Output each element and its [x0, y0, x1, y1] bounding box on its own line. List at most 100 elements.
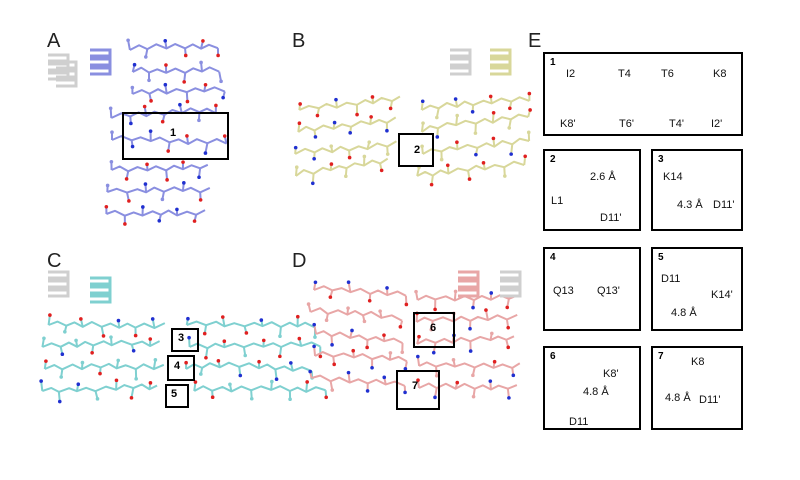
panel-d-strand-backbone: [311, 374, 406, 387]
panel-c-strand-atom: [199, 372, 203, 376]
panel-a-strand-atom: [222, 134, 227, 138]
panel-d-strand-atom: [414, 289, 418, 294]
panel-d-strand-atom: [346, 306, 350, 310]
panel-d-strand-atom: [468, 326, 472, 331]
topology-a-icon: [90, 48, 112, 58]
panel-label-e: E: [528, 30, 542, 52]
topology-d-icon: [458, 270, 480, 280]
panel-d-strand-atom: [507, 396, 511, 400]
panel-d-strand-atom: [313, 280, 318, 285]
panel-d-strand-atom: [382, 333, 386, 337]
panel-c-strand-atom: [90, 351, 94, 355]
panel-d-strand-atom: [403, 390, 407, 395]
panel-c-strand-atom: [259, 318, 264, 322]
panel-c-strand-atom: [76, 382, 81, 387]
panel-b-strand-atom: [421, 121, 425, 125]
panel-c-strand-atom: [59, 375, 64, 379]
panel-a-strand-atom: [164, 63, 168, 67]
panel-b-strand-atom: [329, 162, 334, 166]
panel-b-strand-atom: [362, 154, 367, 159]
panel-d-strand-atom: [328, 295, 333, 299]
panel-a-strand-atom: [105, 183, 110, 188]
panel-c-strand-atom: [148, 337, 153, 341]
panel-label-a: A: [47, 30, 61, 52]
panel-c-strand-atom: [204, 355, 208, 360]
label-T4: T4: [618, 68, 631, 80]
panel-d-strand-atom: [382, 375, 387, 380]
panel-a-strand-atom: [160, 197, 165, 202]
panel-b-strand-atom: [491, 136, 496, 141]
panel-a-strand-atom: [181, 160, 185, 164]
panel-c-strand-atom: [313, 335, 317, 339]
inset-3-res1: K14: [663, 171, 683, 183]
inset-6-number: 6: [550, 351, 556, 362]
panel-b-strand-atom: [435, 115, 439, 120]
panel-d-strand-atom: [488, 379, 493, 383]
panel-a-strand-atom: [165, 178, 169, 182]
panel-b-strand-atom: [310, 181, 315, 186]
panel-c-strand-atom: [193, 380, 198, 384]
panel-d-strand-atom: [330, 343, 334, 347]
panel-d-strand-atom: [398, 325, 403, 329]
panel-b-strand-atom: [370, 95, 375, 99]
panel-d-strand-atom: [506, 325, 510, 330]
zoom-box-5: [165, 384, 189, 408]
panel-d-strand-atom: [404, 302, 409, 307]
panel-d-strand-atom: [489, 291, 494, 295]
inset-6: 6 K8' 4.8 Å D11: [543, 346, 641, 430]
panel-c-strand-atom: [216, 359, 221, 363]
panel-c-strand-atom: [278, 354, 282, 359]
panel-a-strand-atom: [192, 219, 197, 223]
panel-b-strand-backbone: [421, 96, 530, 111]
panel-a-strand-atom: [127, 199, 131, 203]
panel-d-strand-atom: [490, 331, 494, 336]
inset-2-distance: 2.6 Å: [590, 171, 616, 183]
panel-c-strand-atom: [44, 359, 48, 363]
panel-a-strand-atom: [185, 99, 190, 104]
panel-b-strand-atom: [503, 174, 507, 178]
inset-2-number: 2: [550, 154, 556, 165]
panel-c-strand-backbone: [41, 383, 158, 393]
panel-c-strand-atom: [187, 335, 191, 340]
panel-a-strand-atom: [216, 53, 220, 58]
panel-a-strand-atom: [183, 53, 188, 58]
inset-4-res2: Q13': [597, 285, 620, 297]
panel-d-strand-atom: [351, 348, 356, 353]
panel-a-strand-atom: [126, 38, 130, 43]
panel-a-strand-backbone: [106, 209, 206, 217]
panel-b-strand-backbone: [294, 140, 397, 155]
panel-c-strand-atom: [116, 358, 121, 363]
zoom-box-1: [122, 112, 229, 160]
panel-label-b: B: [292, 30, 306, 52]
inset-7: 7 K8 4.8 Å D11': [651, 346, 743, 430]
panel-c-strand-atom: [57, 399, 62, 404]
topology-gray-icon: [500, 279, 522, 289]
panel-c-strand-atom: [288, 397, 292, 402]
panel-c-strand-atom: [129, 396, 134, 400]
zoom-box-6: [413, 312, 455, 348]
panel-c-strand-atom: [289, 361, 293, 365]
panel-a-strand-atom: [130, 85, 135, 90]
panel-d-strand-atom: [403, 367, 408, 371]
panel-c-strand-atom: [261, 338, 266, 343]
panel-d-strand-atom: [367, 298, 372, 303]
inset-1-number: 1: [550, 57, 556, 68]
panel-a-strand-atom: [163, 38, 168, 43]
panel-d-strand-atom: [416, 378, 420, 382]
panel-a-strand-atom: [132, 62, 137, 67]
panel-a-strand-atom: [175, 207, 179, 212]
panel-d-strand-atom: [417, 334, 421, 339]
inset-7-res2: D11': [699, 394, 721, 406]
topology-gray-icon: [500, 288, 522, 298]
panel-c-strand-atom: [80, 360, 85, 365]
panel-c-strand-atom: [131, 348, 136, 353]
panel-a-strand-atom: [182, 181, 186, 185]
panel-a-strand-backbone: [129, 43, 219, 51]
panel-c-strand-atom: [148, 381, 153, 385]
panel-a-strand-atom: [144, 55, 148, 59]
topology-a-icon: [90, 66, 112, 76]
panel-b-strand-atom: [429, 182, 434, 187]
panel-a-strand-atom: [145, 162, 149, 167]
inset-4-number: 4: [550, 252, 556, 263]
panel-c-strand-atom: [238, 373, 243, 378]
